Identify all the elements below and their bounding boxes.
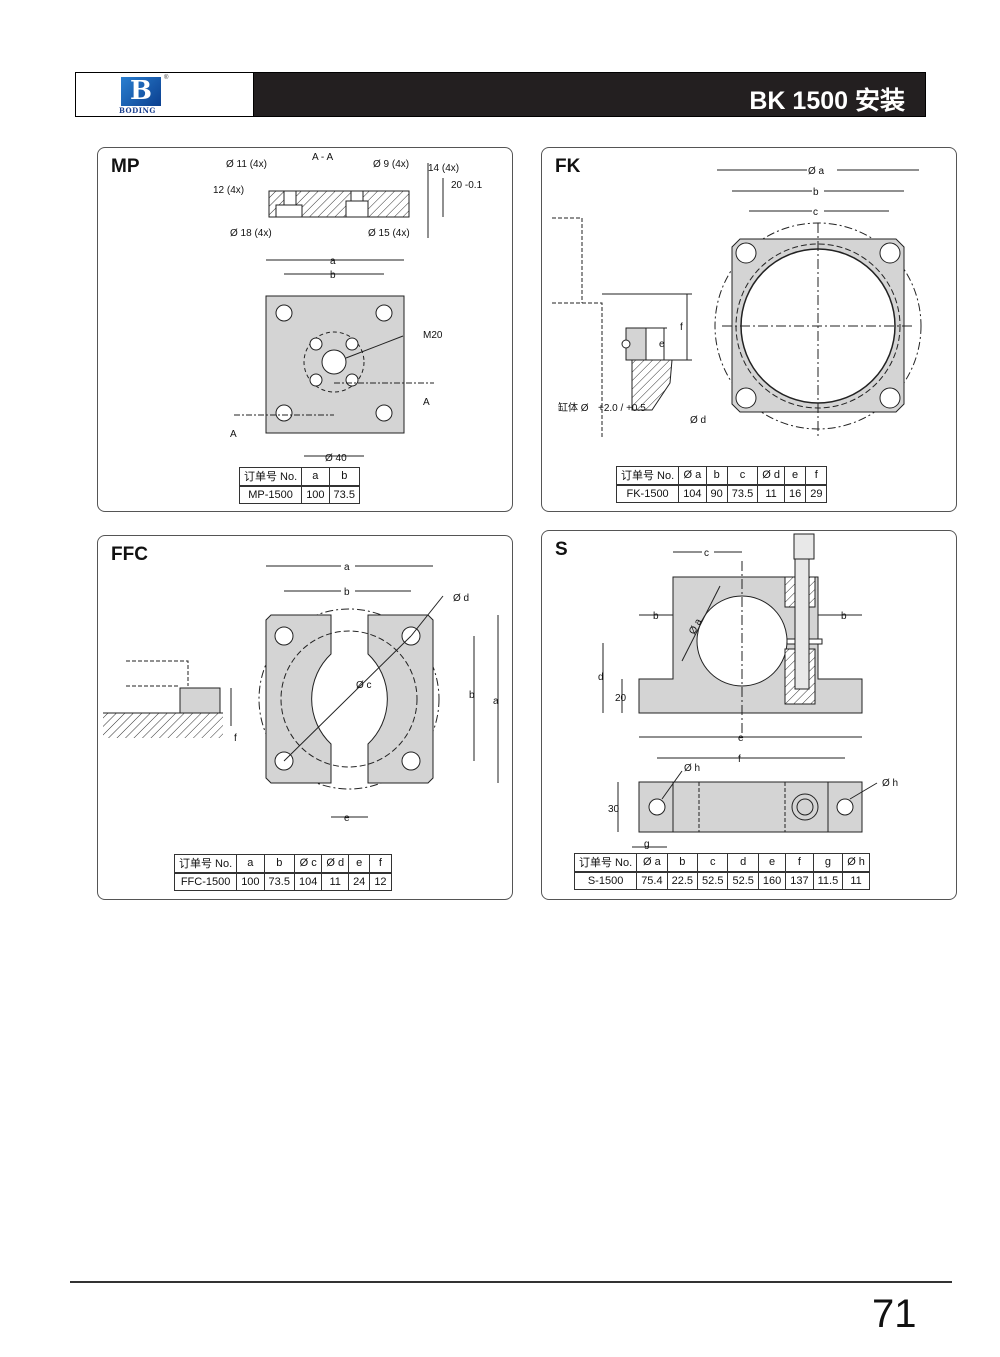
svg-text:14 (4x): 14 (4x) — [428, 163, 459, 174]
footer-divider — [70, 1281, 952, 1283]
svg-text:b: b — [653, 611, 659, 622]
mp-drawing: A - A Ø 11 (4x) Ø 9 (4x) 14 (4x) 20 -0.1… — [213, 152, 483, 464]
svg-text:a: a — [330, 256, 336, 267]
svg-text:Ø d: Ø d — [690, 415, 706, 426]
svg-text:e: e — [659, 339, 665, 350]
panel-title: S — [555, 539, 568, 560]
logo-mark: B — [121, 77, 161, 106]
svg-text:b: b — [813, 187, 819, 198]
svg-text:e: e — [738, 733, 744, 744]
svg-text:c: c — [813, 207, 818, 218]
svg-text:Ø h: Ø h — [882, 778, 898, 789]
svg-text:e: e — [344, 813, 350, 824]
svg-text:Ø 15 (4x): Ø 15 (4x) — [368, 228, 410, 239]
svg-text:Ø 11 (4x): Ø 11 (4x) — [226, 159, 267, 170]
page-number: 71 — [872, 1292, 917, 1336]
svg-text:缸体 Ø: 缸体 Ø — [558, 401, 589, 414]
svg-text:Ø c: Ø c — [356, 680, 372, 691]
svg-text:a: a — [493, 696, 499, 707]
svg-text:A: A — [423, 397, 430, 408]
logo: B ® BODING — [76, 73, 254, 116]
svg-text:Ø 40: Ø 40 — [325, 453, 347, 464]
svg-text:Ø 18 (4x): Ø 18 (4x) — [230, 228, 272, 239]
svg-text:b: b — [330, 270, 336, 281]
svg-text:20: 20 — [615, 693, 627, 704]
svg-text:+2.0 / +0.5: +2.0 / +0.5 — [598, 403, 646, 414]
svg-text:A - A: A - A — [312, 152, 333, 163]
svg-text:20 -0.1: 20 -0.1 — [451, 180, 483, 191]
svg-text:Ø 9 (4x): Ø 9 (4x) — [373, 159, 409, 170]
logo-text: BODING — [119, 106, 156, 115]
svg-text:12 (4x): 12 (4x) — [213, 185, 244, 196]
svg-text:b: b — [344, 587, 350, 598]
panel-title: FK — [555, 156, 581, 177]
svg-text:f: f — [738, 754, 741, 765]
svg-text:d: d — [598, 672, 604, 683]
svg-text:g: g — [644, 839, 650, 850]
svg-text:c: c — [704, 548, 709, 559]
page-title: BK 1500 安装 — [749, 87, 905, 115]
panel-mp: MP A - A Ø 11 (4x) Ø 9 (4x) 14 (4x) 20 -… — [97, 147, 513, 512]
svg-text:f: f — [680, 322, 683, 333]
svg-text:M20: M20 — [423, 330, 443, 341]
panel-title: MP — [111, 156, 140, 177]
svg-text:30: 30 — [608, 804, 620, 815]
svg-text:Ø h: Ø h — [684, 763, 700, 774]
page-header: B ® BODING BK 1500 安装 — [75, 72, 926, 117]
svg-text:b: b — [841, 611, 847, 622]
svg-text:b: b — [469, 690, 475, 701]
svg-text:Ø d: Ø d — [453, 593, 469, 604]
panel-title: FFC — [111, 544, 148, 565]
svg-text:f: f — [234, 733, 237, 744]
fk-drawing: Ø a b c Ø d f e 缸体 Ø +2.0 / +0.5 — [552, 163, 922, 438]
svg-text:A: A — [230, 429, 237, 440]
ffc-drawing: a b Ø c Ø d b a e f — [103, 558, 499, 824]
panel-fk: FK Ø a b c Ø d f e 缸体 Ø +2.0 / +0.5 订单号 … — [541, 147, 957, 512]
svg-text:Ø a: Ø a — [808, 166, 825, 177]
svg-text:a: a — [344, 562, 350, 573]
